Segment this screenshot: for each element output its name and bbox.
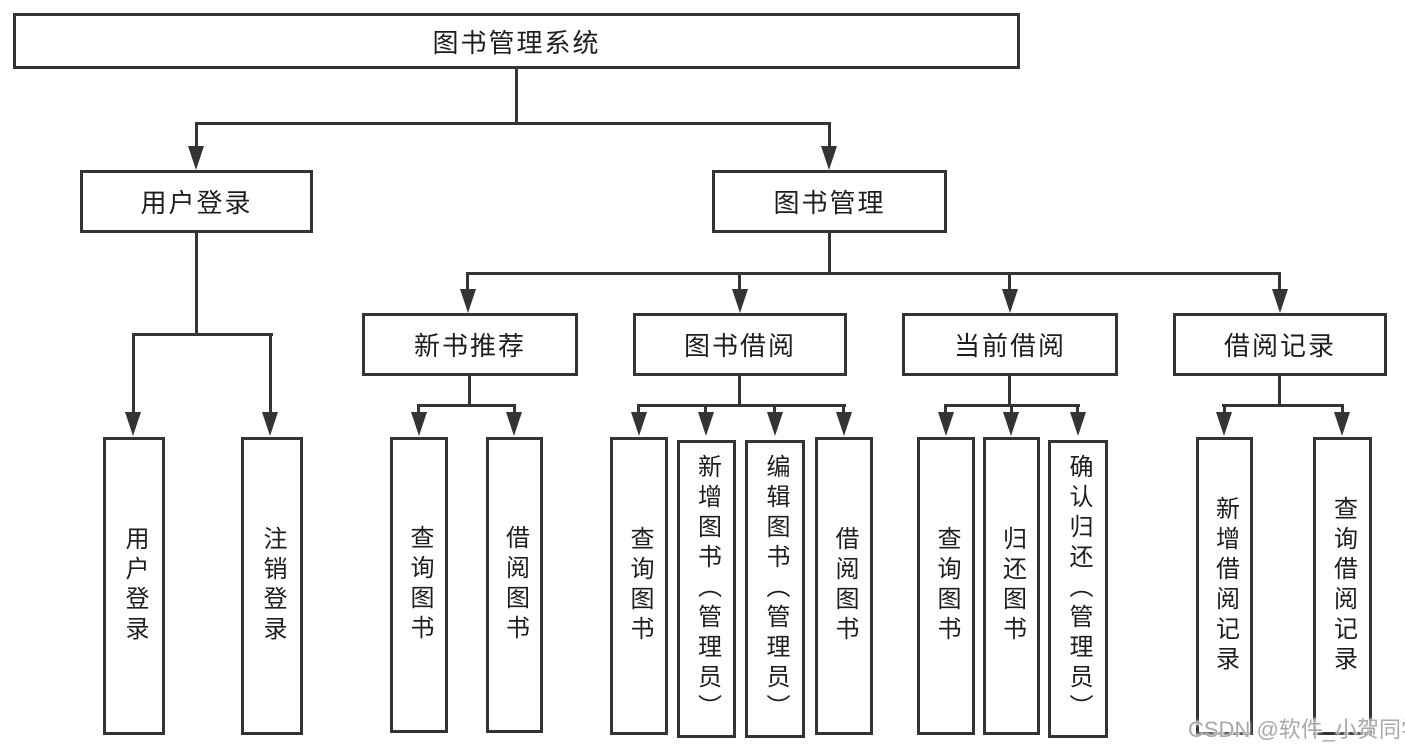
leaf-confirm-return-admin: 确认归还（管理员） [1048,440,1108,738]
arrow-down-icon [1070,412,1086,436]
arrow-down-icon [938,412,954,436]
connector-line [1223,404,1226,416]
connector-line [828,122,831,150]
connector-line [513,404,516,416]
node-book-borrow: 图书借阅 [633,313,847,376]
connector-line [1008,272,1011,293]
connector-line [468,376,471,407]
arrow-down-icon [1334,412,1350,436]
connector-line [1010,404,1013,416]
node-new-book-recommend: 新书推荐 [362,313,578,376]
connector-line [1222,404,1344,407]
node-user-login: 用户登录 [80,170,313,233]
connector-line [738,376,741,407]
connector-line [1008,376,1011,407]
connector-line [466,272,469,293]
connector-line [637,404,846,407]
connector-line [1341,404,1344,416]
leaf-query-borrow-record: 查询借阅记录 [1313,437,1372,735]
connector-line [1076,404,1079,416]
leaf-edit-book-admin: 编辑图书（管理员） [745,440,805,738]
leaf-logout: 注销登录 [241,437,303,735]
arrow-down-icon [1002,289,1018,313]
connector-line [515,68,518,124]
arrow-down-icon [821,146,837,170]
node-current-borrow: 当前借阅 [902,313,1118,376]
leaf-query-book-borrow: 查询图书 [610,437,668,735]
connector-line [738,272,741,293]
leaf-borrow-book: 借阅图书 [815,437,873,735]
connector-line [195,122,198,150]
connector-line [842,404,845,416]
connector-line [132,333,273,336]
node-borrow-records: 借阅记录 [1173,313,1387,376]
arrow-down-icon [506,412,522,436]
arrow-down-icon [1003,412,1019,436]
arrow-down-icon [698,412,714,436]
connector-line [195,233,198,336]
arrow-down-icon [767,412,783,436]
arrow-down-icon [460,289,476,313]
leaf-add-book-admin: 新增图书（管理员） [677,440,736,738]
connector-line [1278,376,1281,407]
node-book-management: 图书管理 [712,170,947,233]
arrow-down-icon [631,412,647,436]
connector-line [132,333,135,413]
connector-line [1278,272,1281,293]
leaf-add-borrow-record: 新增借阅记录 [1196,437,1253,735]
connector-line [828,233,831,274]
connector-line [196,122,831,125]
connector-line [417,404,516,407]
arrow-down-icon [262,412,278,436]
leaf-borrow-book-recommend: 借阅图书 [486,437,543,733]
arrow-down-icon [1272,289,1288,313]
connector-line [466,272,1281,275]
node-library-management-system: 图书管理系统 [13,13,1020,69]
arrow-down-icon [125,412,141,436]
connector-line [417,404,420,416]
leaf-user-login: 用户登录 [103,437,165,735]
leaf-return-book: 归还图书 [983,437,1040,735]
arrow-down-icon [188,146,204,170]
leaf-query-book-recommend: 查询图书 [390,437,448,733]
watermark-text: CSDN @软件_小贺同学 [1188,717,1405,742]
connector-line [637,404,640,416]
connector-line [269,333,272,413]
connector-line [944,404,947,416]
connector-line [773,404,776,416]
arrow-down-icon [411,412,427,436]
arrow-down-icon [1216,412,1232,436]
arrow-down-icon [732,289,748,313]
connector-line [704,404,707,416]
arrow-down-icon [836,412,852,436]
leaf-query-book-current: 查询图书 [917,437,975,735]
